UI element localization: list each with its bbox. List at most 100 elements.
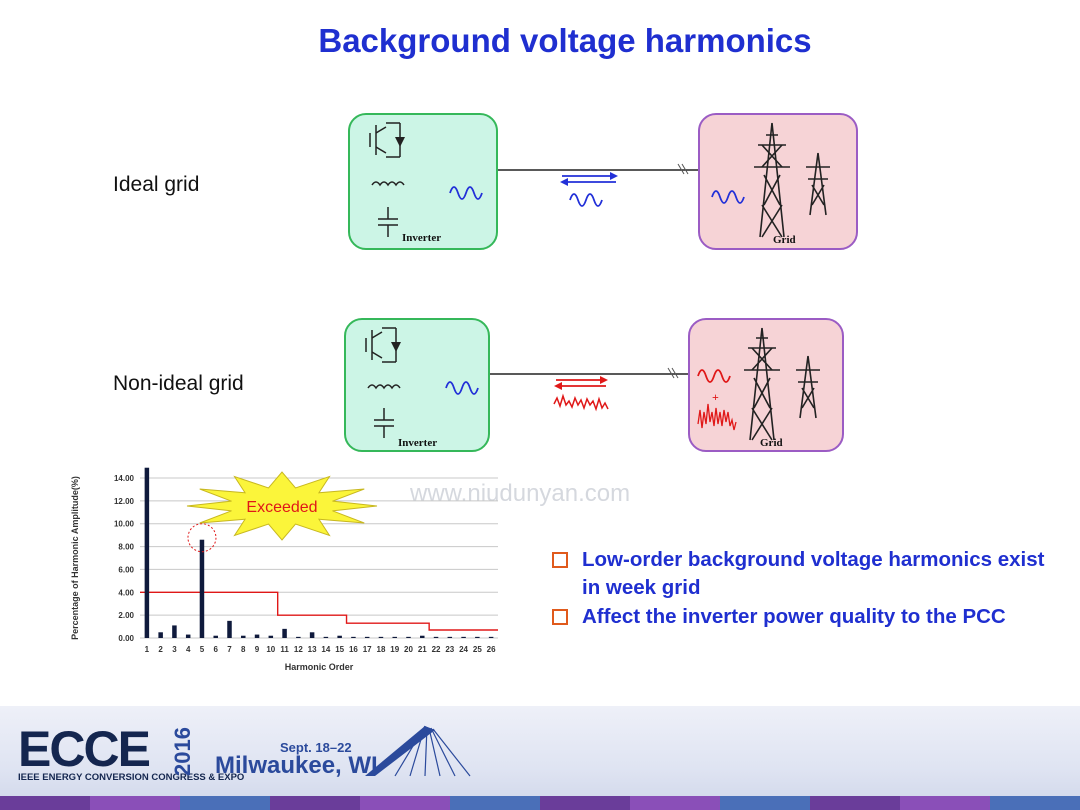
stripe-segment bbox=[270, 796, 360, 810]
grid-box-ideal: Grid bbox=[698, 113, 858, 250]
inverter-schematic-icon bbox=[369, 122, 483, 237]
grid-label: Grid bbox=[760, 437, 783, 449]
bar bbox=[254, 634, 260, 638]
bar bbox=[213, 635, 218, 638]
x-tick-label: 15 bbox=[335, 645, 344, 654]
x-tick-label: 19 bbox=[390, 645, 399, 654]
x-axis-title: Harmonic Order bbox=[285, 662, 354, 672]
bar bbox=[447, 636, 453, 638]
x-tick-label: 2 bbox=[158, 645, 163, 654]
bar bbox=[144, 467, 150, 638]
bar bbox=[309, 632, 315, 638]
limit-line bbox=[140, 591, 498, 631]
y-tick-label: 2.00 bbox=[118, 611, 134, 620]
x-tick-label: 17 bbox=[363, 645, 372, 654]
stripe-segment bbox=[450, 796, 540, 810]
highlight-circle bbox=[187, 523, 217, 553]
x-tick-label: 25 bbox=[473, 645, 482, 654]
bridge-logo-icon bbox=[365, 725, 471, 777]
bar bbox=[475, 636, 480, 638]
bar bbox=[461, 636, 466, 638]
conference-year: 2016 bbox=[170, 727, 195, 776]
grid-box-non-ideal: + Grid bbox=[688, 318, 844, 452]
conference-name: IEEE ENERGY CONVERSION CONGRESS & EXPO bbox=[18, 772, 245, 783]
bar bbox=[337, 635, 342, 638]
bar bbox=[323, 636, 329, 638]
x-tick-label: 24 bbox=[459, 645, 468, 654]
y-tick-label: 4.00 bbox=[118, 588, 134, 597]
stripe-segment bbox=[630, 796, 720, 810]
inverter-schematic-icon bbox=[365, 327, 479, 438]
x-tick-label: 23 bbox=[445, 645, 454, 654]
x-tick-label: 11 bbox=[280, 645, 289, 654]
x-tick-label: 21 bbox=[418, 645, 427, 654]
stripe-segment bbox=[540, 796, 630, 810]
connection-line-non-ideal bbox=[490, 367, 688, 412]
stripe-segment bbox=[990, 796, 1080, 810]
bullet-item: Affect the inverter power quality to the… bbox=[552, 603, 1052, 631]
y-axis-title: Percentage of Harmonic Amplitude(%) bbox=[70, 476, 80, 640]
y-tick-label: 12.00 bbox=[114, 497, 135, 506]
stripe-segment bbox=[810, 796, 900, 810]
inverter-box-non-ideal: Inverter bbox=[344, 318, 490, 452]
bar bbox=[282, 628, 287, 638]
grid-label: Grid bbox=[773, 234, 796, 246]
bar bbox=[378, 636, 384, 638]
footer-stripe bbox=[0, 796, 1080, 810]
bar bbox=[199, 539, 205, 638]
bar bbox=[268, 635, 274, 638]
stripe-segment bbox=[0, 796, 90, 810]
exceeded-burst bbox=[186, 471, 378, 541]
y-tick-label: 14.00 bbox=[114, 474, 135, 483]
bullet-text: Low-order background voltage harmonics e… bbox=[582, 548, 1045, 599]
y-tick-label: 6.00 bbox=[118, 565, 134, 574]
x-tick-label: 16 bbox=[349, 645, 358, 654]
y-tick-label: 0.00 bbox=[118, 634, 134, 643]
stripe-segment bbox=[900, 796, 990, 810]
x-tick-label: 20 bbox=[404, 645, 413, 654]
x-tick-label: 7 bbox=[227, 645, 232, 654]
transmission-tower-icon bbox=[697, 327, 820, 441]
bullet-text: Affect the inverter power quality to the… bbox=[582, 605, 1006, 628]
ecce-logo: ECCE bbox=[18, 721, 151, 777]
bar bbox=[364, 636, 370, 638]
page-title: Background voltage harmonics bbox=[318, 22, 812, 59]
transmission-tower-icon bbox=[711, 122, 830, 238]
bar bbox=[406, 636, 411, 638]
non-ideal-grid-label: Non-ideal grid bbox=[113, 372, 244, 395]
bar bbox=[420, 635, 425, 638]
x-tick-label: 10 bbox=[266, 645, 275, 654]
bar bbox=[392, 636, 397, 638]
x-tick-label: 14 bbox=[321, 645, 330, 654]
bullet-item: Low-order background voltage harmonics e… bbox=[552, 546, 1052, 602]
bullet-list: Low-order background voltage harmonics e… bbox=[552, 546, 1052, 632]
x-tick-label: 26 bbox=[487, 645, 496, 654]
x-tick-label: 22 bbox=[432, 645, 441, 654]
footer-banner bbox=[0, 706, 1080, 810]
x-tick-label: 12 bbox=[294, 645, 303, 654]
watermark: www.niudunyan.com bbox=[410, 480, 631, 507]
plus-sign: + bbox=[712, 390, 719, 404]
conference-city: Milwaukee, WI bbox=[215, 752, 378, 779]
inverter-label: Inverter bbox=[402, 232, 442, 244]
inverter-box-ideal: Inverter bbox=[348, 113, 498, 250]
inverter-label: Inverter bbox=[398, 437, 438, 449]
x-tick-label: 6 bbox=[214, 645, 219, 654]
x-tick-label: 18 bbox=[377, 645, 386, 654]
y-tick-label: 10.00 bbox=[114, 520, 135, 529]
x-tick-label: 13 bbox=[308, 645, 317, 654]
x-tick-label: 5 bbox=[200, 645, 205, 654]
stripe-segment bbox=[720, 796, 810, 810]
bar bbox=[241, 635, 246, 638]
stripe-segment bbox=[90, 796, 180, 810]
bar bbox=[433, 636, 439, 638]
x-tick-label: 8 bbox=[241, 645, 246, 654]
square-bullet-icon bbox=[552, 609, 568, 625]
stripe-segment bbox=[180, 796, 270, 810]
bar bbox=[185, 634, 191, 638]
y-tick-label: 8.00 bbox=[118, 543, 134, 552]
bar bbox=[158, 632, 163, 638]
bar bbox=[172, 625, 177, 638]
x-tick-label: 4 bbox=[186, 645, 191, 654]
